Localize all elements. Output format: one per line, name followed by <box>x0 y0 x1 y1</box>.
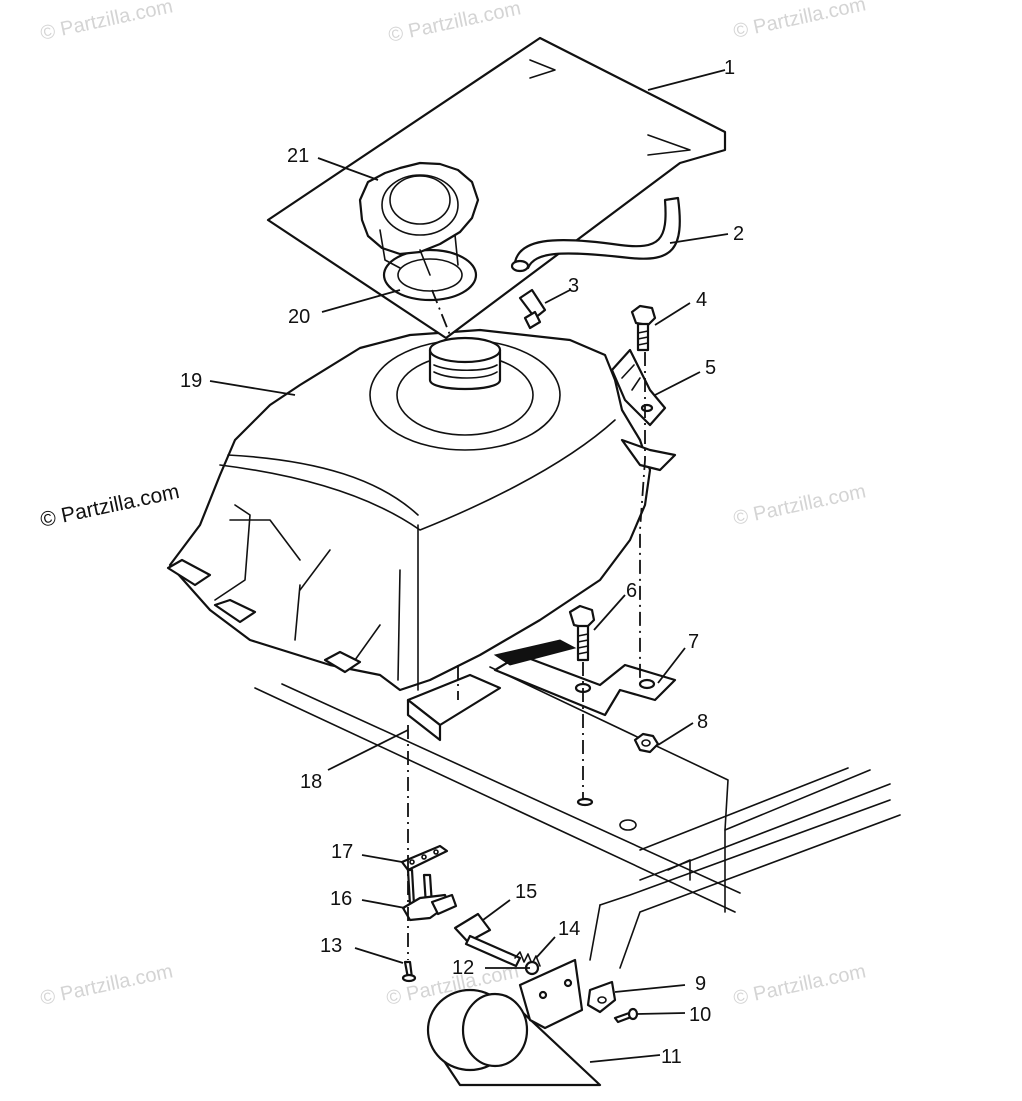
callout-21: 21 <box>287 145 309 167</box>
callout-15: 15 <box>515 881 537 903</box>
leader-lines <box>209 69 729 1063</box>
part-14-spring <box>514 951 541 967</box>
part-15-tube <box>453 912 522 968</box>
watermark-mid-right: © Partzilla.com <box>731 480 867 530</box>
callout-4: 4 <box>696 289 707 311</box>
callout-8: 8 <box>697 711 708 733</box>
frame-rails <box>254 666 901 969</box>
part-3-fitting <box>518 288 547 330</box>
part-8-nut <box>633 732 660 754</box>
callout-10: 10 <box>689 1004 711 1026</box>
part-21-fuel-cap <box>358 161 480 276</box>
part-2-vent-hose <box>510 196 681 273</box>
watermark-top-center: © Partzilla.com <box>386 0 522 47</box>
part-10-screw <box>613 1007 639 1024</box>
callout-14: 14 <box>558 918 580 940</box>
part-7-bracket <box>493 639 677 717</box>
callout-12: 12 <box>452 957 474 979</box>
watermark-bottom-left: © Partzilla.com <box>38 960 174 1010</box>
callout-3: 3 <box>568 275 579 297</box>
part-16-fuel-valve <box>401 868 458 922</box>
part-13-screw <box>401 960 417 983</box>
copyright-notice: © Partzilla.com <box>38 480 181 532</box>
callout-5: 5 <box>705 357 716 379</box>
callout-2: 2 <box>733 223 744 245</box>
callout-7: 7 <box>688 631 699 653</box>
callout-6: 6 <box>626 580 637 602</box>
callout-13: 13 <box>320 935 342 957</box>
callouts: 1 2 3 4 5 6 7 8 9 10 11 12 13 14 15 16 1… <box>180 57 744 1068</box>
part-18-pad <box>406 673 502 742</box>
callout-11: 11 <box>661 1046 682 1068</box>
watermark-bottom-right: © Partzilla.com <box>731 960 867 1010</box>
part-6-bolt <box>568 604 596 662</box>
watermark-top-right: © Partzilla.com <box>731 0 867 43</box>
callout-18: 18 <box>300 771 322 793</box>
assembly-lines <box>407 289 646 960</box>
part-17-plate <box>400 844 449 872</box>
callout-19: 19 <box>180 370 202 392</box>
part-4-bolt <box>630 304 657 352</box>
watermark-top-left: © Partzilla.com <box>38 0 174 45</box>
part-1-sheet <box>266 36 727 340</box>
callout-20: 20 <box>288 306 310 328</box>
part-9-clip <box>586 980 617 1014</box>
callout-1: 1 <box>724 57 735 79</box>
callout-9: 9 <box>695 973 706 995</box>
callout-16: 16 <box>330 888 352 910</box>
callout-17: 17 <box>331 841 353 863</box>
part-5-bracket <box>610 348 667 427</box>
part-11-tube <box>426 958 602 1087</box>
part-19-fuel-tank <box>166 328 677 692</box>
